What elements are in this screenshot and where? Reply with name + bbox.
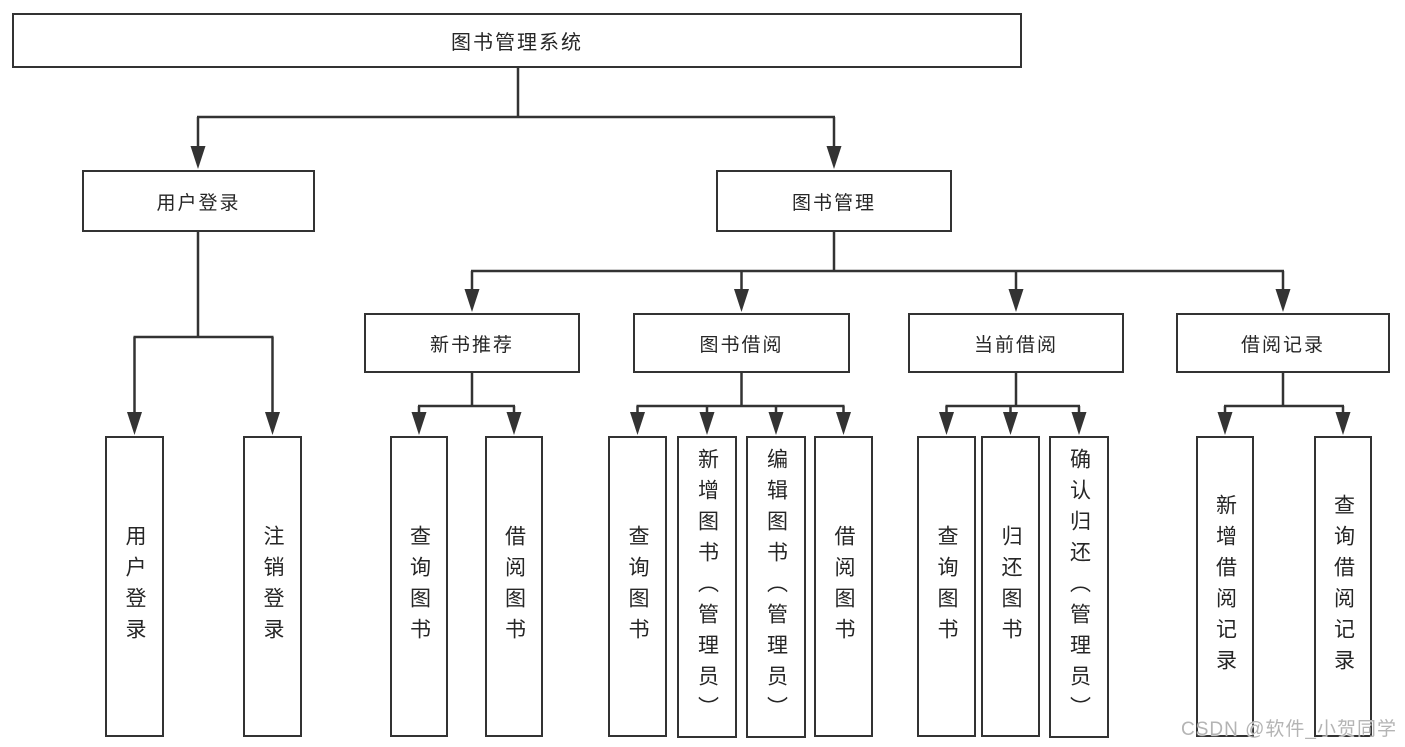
node-label: 新增图书（管理员） bbox=[695, 447, 719, 727]
node-label: 用户登录 bbox=[156, 192, 241, 214]
node-label: 图书管理系统 bbox=[451, 32, 583, 54]
node-label: 用户登录 bbox=[123, 524, 146, 649]
node-label: 查询图书 bbox=[626, 524, 649, 649]
watermark: CSDN @软件_小贺同学 bbox=[1181, 719, 1397, 740]
leaf-query-books-recommend: 查询图书 bbox=[390, 436, 448, 737]
node-book-borrowing: 图书借阅 bbox=[633, 313, 850, 373]
node-label: 归还图书 bbox=[999, 524, 1022, 649]
node-user-login: 用户登录 bbox=[82, 170, 315, 232]
node-label: 查询借阅记录 bbox=[1331, 493, 1355, 680]
node-label: 图书借阅 bbox=[699, 334, 784, 356]
node-book-management: 图书管理 bbox=[716, 170, 952, 232]
node-label: 当前借阅 bbox=[973, 334, 1058, 356]
node-label: 查询图书 bbox=[407, 524, 431, 649]
node-label: 确认归还（管理员） bbox=[1067, 447, 1091, 727]
leaf-borrow-books-2: 借阅图书 bbox=[814, 436, 873, 737]
leaf-user-login: 用户登录 bbox=[105, 436, 164, 737]
node-label: 图书管理 bbox=[791, 192, 876, 214]
node-borrow-records: 借阅记录 bbox=[1176, 313, 1390, 373]
node-label: 新书推荐 bbox=[429, 334, 514, 356]
leaf-edit-book-admin: 编辑图书（管理员） bbox=[746, 436, 806, 738]
node-label: 借阅图书 bbox=[502, 524, 526, 649]
leaf-query-books-borrowing: 查询图书 bbox=[608, 436, 667, 737]
node-label: 借阅记录 bbox=[1240, 334, 1325, 356]
leaf-query-books-current: 查询图书 bbox=[917, 436, 976, 737]
node-label: 查询图书 bbox=[935, 524, 958, 649]
node-label: 借阅图书 bbox=[832, 524, 855, 649]
leaf-logout: 注销登录 bbox=[243, 436, 302, 737]
leaf-add-borrow-record: 新增借阅记录 bbox=[1196, 436, 1254, 737]
leaf-query-borrow-record: 查询借阅记录 bbox=[1314, 436, 1372, 737]
node-label: 新增借阅记录 bbox=[1213, 493, 1237, 680]
leaf-borrow-books-recommend: 借阅图书 bbox=[485, 436, 543, 737]
node-label: 注销登录 bbox=[261, 524, 284, 649]
leaf-add-book-admin: 新增图书（管理员） bbox=[677, 436, 737, 738]
node-label: 编辑图书（管理员） bbox=[764, 447, 788, 727]
leaf-confirm-return-admin: 确认归还（管理员） bbox=[1049, 436, 1109, 738]
leaf-return-books: 归还图书 bbox=[981, 436, 1040, 737]
node-library-management-system: 图书管理系统 bbox=[12, 13, 1022, 68]
node-current-borrowing: 当前借阅 bbox=[908, 313, 1124, 373]
node-new-book-recommend: 新书推荐 bbox=[364, 313, 580, 373]
